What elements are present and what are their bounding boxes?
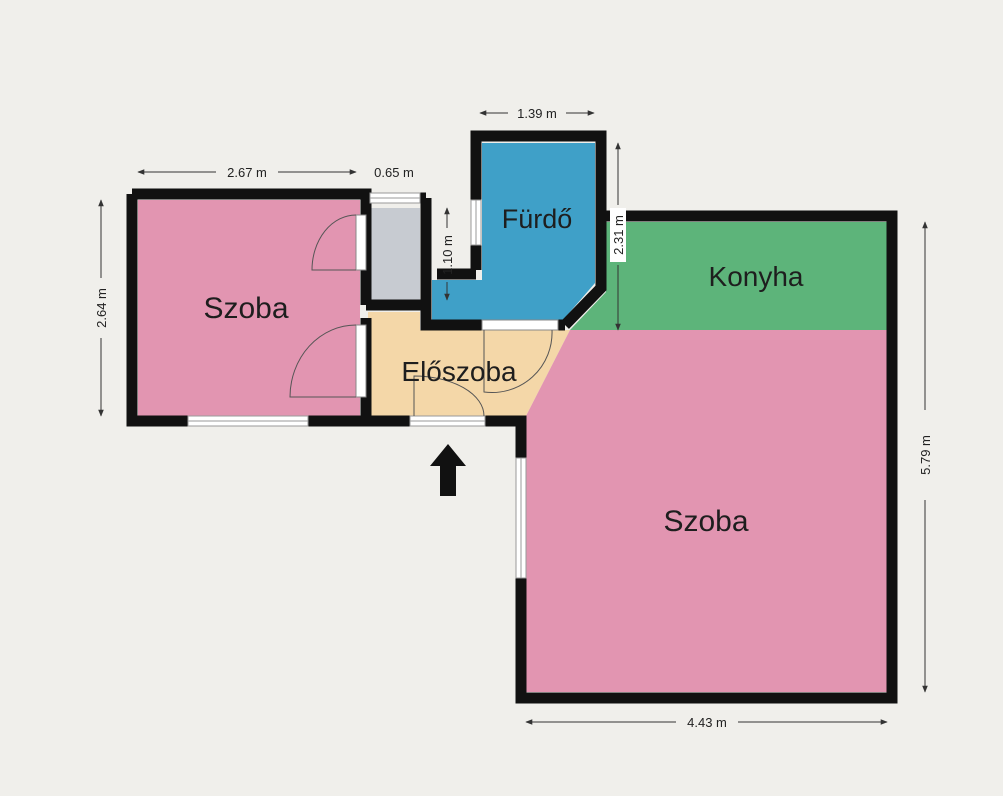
room-storage [368, 208, 420, 300]
dim-furdo-height: 2.31 m [611, 215, 626, 255]
room-konyha [570, 222, 887, 330]
door-swing-4 [413, 375, 485, 417]
room-furdo [432, 143, 595, 320]
doors [289, 214, 559, 417]
wall-furdo [470, 130, 607, 329]
dim-szoba-left-height: 2.64 m [94, 288, 109, 328]
door-swing-3 [483, 329, 553, 394]
room-szoba-right [526, 330, 887, 692]
room-szoba-left [138, 200, 360, 416]
label-konyha: Konyha [709, 261, 804, 292]
dim-furdo-width: 1.39 m [517, 106, 557, 121]
label-szoba-left: Szoba [203, 292, 288, 325]
dim-furdo-height-box: 2.31 m [610, 208, 626, 262]
label-szoba-right: Szoba [663, 505, 748, 538]
door-swing-2 [289, 324, 357, 398]
door-swing-1 [311, 214, 357, 271]
wall-right-room [515, 210, 898, 704]
room-eloszoba [368, 312, 570, 416]
dim-szoba-left-width: 2.67 m [227, 165, 267, 180]
windows [187, 192, 527, 579]
dim-szoba-right-width: 4.43 m [687, 715, 727, 730]
dim-szoba-right-height: 5.79 m [918, 435, 933, 475]
dimension-lines [98, 110, 928, 725]
label-eloszoba: Előszoba [401, 356, 517, 387]
dim-furdo-inner-height: 1.10 m [440, 235, 455, 275]
label-furdo: Fürdő [502, 204, 573, 234]
dim-storage-width: 0.65 m [374, 165, 414, 180]
entrance-arrow-icon [430, 444, 466, 496]
